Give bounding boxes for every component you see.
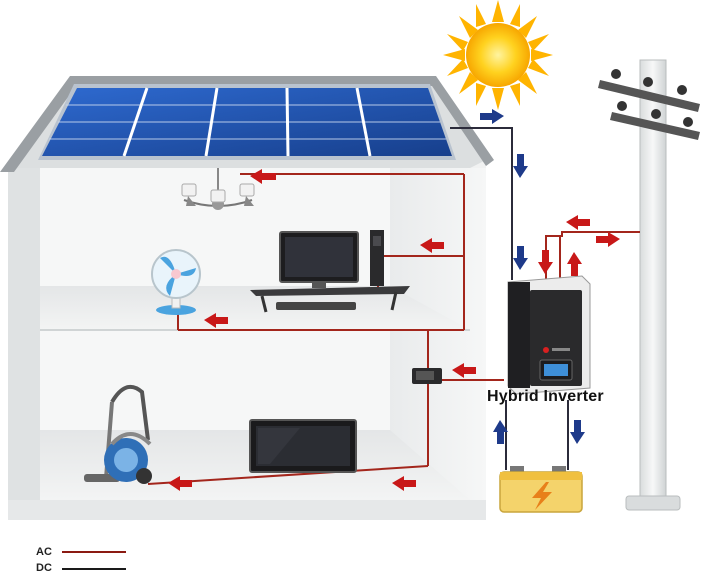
arrow-down-battery (570, 420, 585, 444)
legend-dc: DC (36, 562, 52, 574)
utility-pole-icon (598, 60, 700, 510)
arrow-down-red (538, 250, 553, 274)
legend-dc-label: DC (36, 562, 52, 574)
legend-lines (62, 552, 126, 569)
meter-icon (412, 368, 442, 384)
arrow-down-dc-2 (513, 246, 528, 270)
inverter-title: Hybrid Inverter (487, 388, 604, 406)
tv-icon (250, 420, 356, 472)
arrow-to-grid (596, 232, 620, 247)
arrow-up-red (567, 252, 582, 276)
legend-ac: AC (36, 546, 52, 558)
sun-icon (443, 0, 553, 110)
solar-panel-icon (38, 84, 456, 160)
inverter-icon (508, 276, 590, 394)
arrow-down-dc (513, 154, 528, 178)
battery-icon (500, 466, 582, 512)
legend-ac-label: AC (36, 546, 52, 558)
arrow-from-panel (480, 109, 504, 124)
arrow-from-grid (566, 215, 590, 230)
